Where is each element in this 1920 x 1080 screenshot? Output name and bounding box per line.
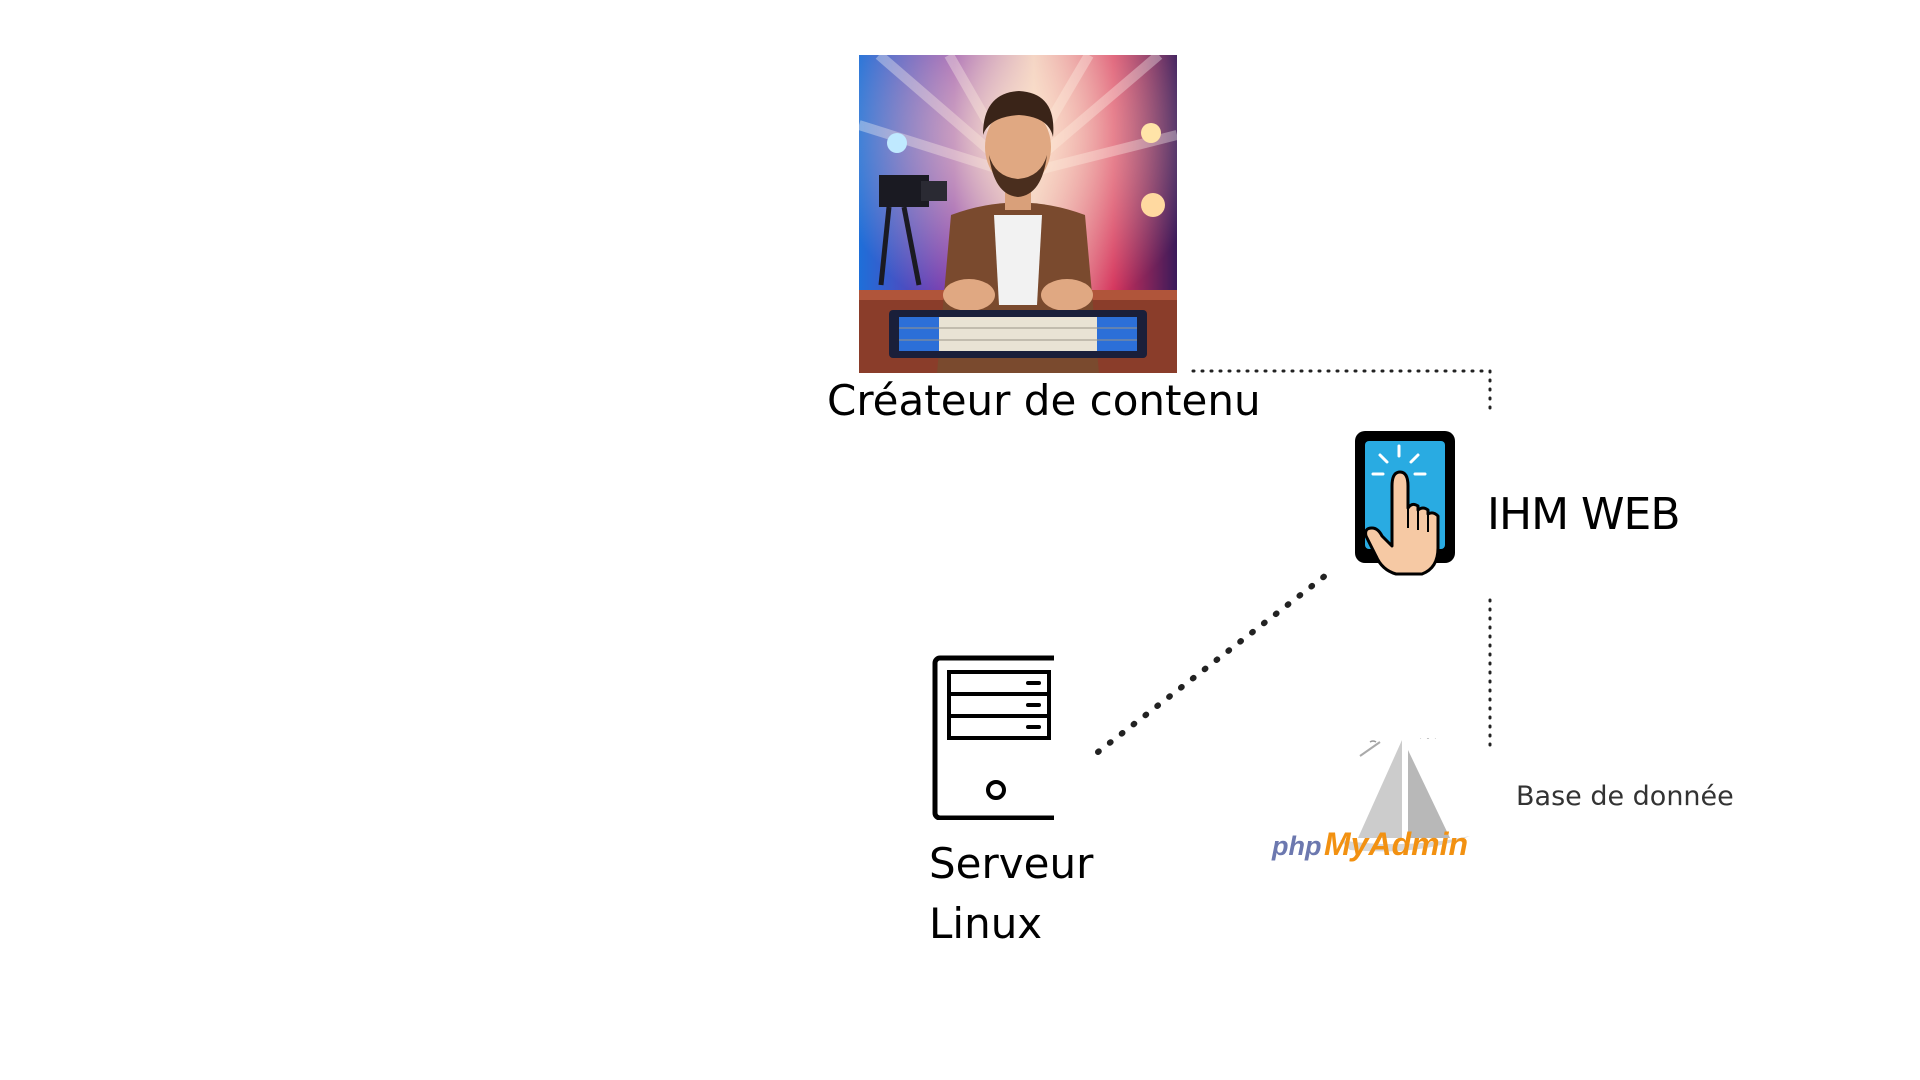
creator-label: Créateur de contenu	[827, 376, 1261, 425]
database-label: Base de donnée	[1516, 781, 1734, 812]
server-tower-icon	[924, 650, 1062, 821]
server-label-line2: Linux	[929, 899, 1043, 948]
server-label-line1: Serveur	[929, 839, 1094, 888]
connector-server-to-ihm	[1095, 569, 1333, 755]
pma-logo-php: php	[1271, 831, 1321, 861]
server-linux-label: Serveur Linux	[929, 834, 1093, 954]
content-creator-photo	[859, 55, 1177, 373]
pma-logo-myadmin: MyAdmin	[1324, 826, 1468, 862]
phpmyadmin-logo: php MyAdmin	[1270, 735, 1506, 868]
touch-tablet-icon	[1352, 428, 1462, 580]
ihm-web-label: IHM WEB	[1487, 489, 1681, 540]
